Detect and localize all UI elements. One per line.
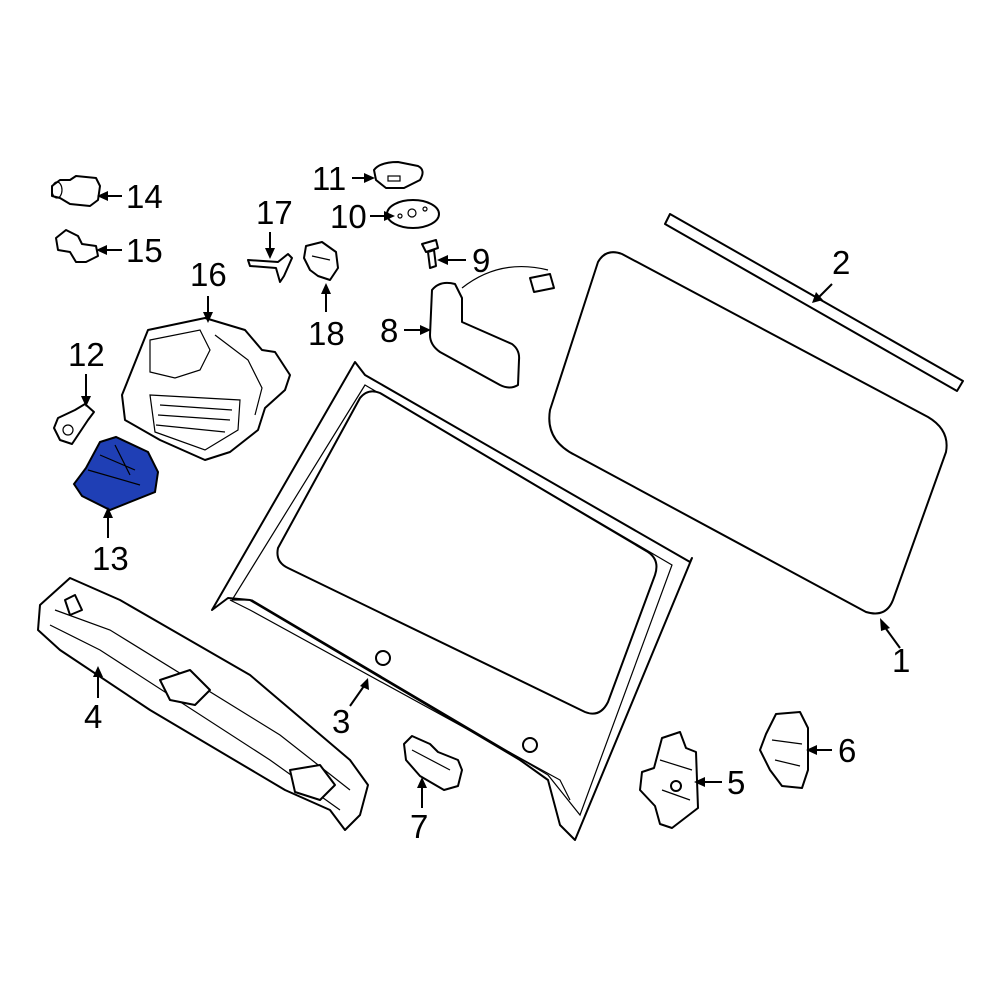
part-6-bracket[interactable] bbox=[759, 711, 809, 789]
part-17-wire-clip[interactable] bbox=[247, 253, 293, 283]
part-15-bracket[interactable] bbox=[55, 229, 99, 263]
callout-13: 13 bbox=[92, 540, 129, 577]
part-18-sensor[interactable] bbox=[303, 241, 339, 281]
callout-labels: 1 2 3 4 5 6 7 8 9 10 11 12 13 14 15 16 1… bbox=[68, 160, 910, 845]
part-11-gasket[interactable] bbox=[373, 161, 424, 189]
part-12-clip[interactable] bbox=[53, 403, 95, 445]
leader-lines bbox=[81, 173, 901, 808]
part-14-connector[interactable] bbox=[51, 175, 101, 207]
callout-1: 1 bbox=[892, 642, 910, 679]
callout-12: 12 bbox=[68, 336, 105, 373]
callout-6: 6 bbox=[838, 732, 856, 769]
callout-7: 7 bbox=[410, 808, 428, 845]
part-10-plate[interactable] bbox=[386, 199, 440, 229]
callout-5: 5 bbox=[727, 764, 745, 801]
callout-2: 2 bbox=[832, 244, 850, 281]
callout-15: 15 bbox=[126, 232, 163, 269]
callout-9: 9 bbox=[472, 242, 490, 279]
callout-14: 14 bbox=[126, 178, 163, 215]
part-8-mirror[interactable] bbox=[429, 265, 555, 389]
part-4-cowl-panel[interactable] bbox=[37, 577, 369, 831]
callout-16: 16 bbox=[190, 256, 227, 293]
part-7-clip[interactable] bbox=[403, 735, 463, 791]
callout-11: 11 bbox=[312, 160, 346, 197]
callout-3: 3 bbox=[332, 703, 350, 740]
part-13-module[interactable] bbox=[72, 435, 160, 512]
part-5-bracket[interactable] bbox=[639, 731, 699, 829]
part-16-housing[interactable] bbox=[121, 317, 291, 461]
callout-4: 4 bbox=[84, 698, 102, 735]
callout-10: 10 bbox=[330, 198, 367, 235]
callout-8: 8 bbox=[380, 312, 398, 349]
part-1-windshield-glass[interactable] bbox=[548, 251, 948, 615]
callout-18: 18 bbox=[308, 315, 345, 352]
part-2-molding[interactable] bbox=[664, 213, 964, 392]
callout-17: 17 bbox=[256, 194, 293, 231]
part-9-screw[interactable] bbox=[421, 239, 439, 269]
part-3-windshield-frame[interactable] bbox=[211, 361, 693, 841]
